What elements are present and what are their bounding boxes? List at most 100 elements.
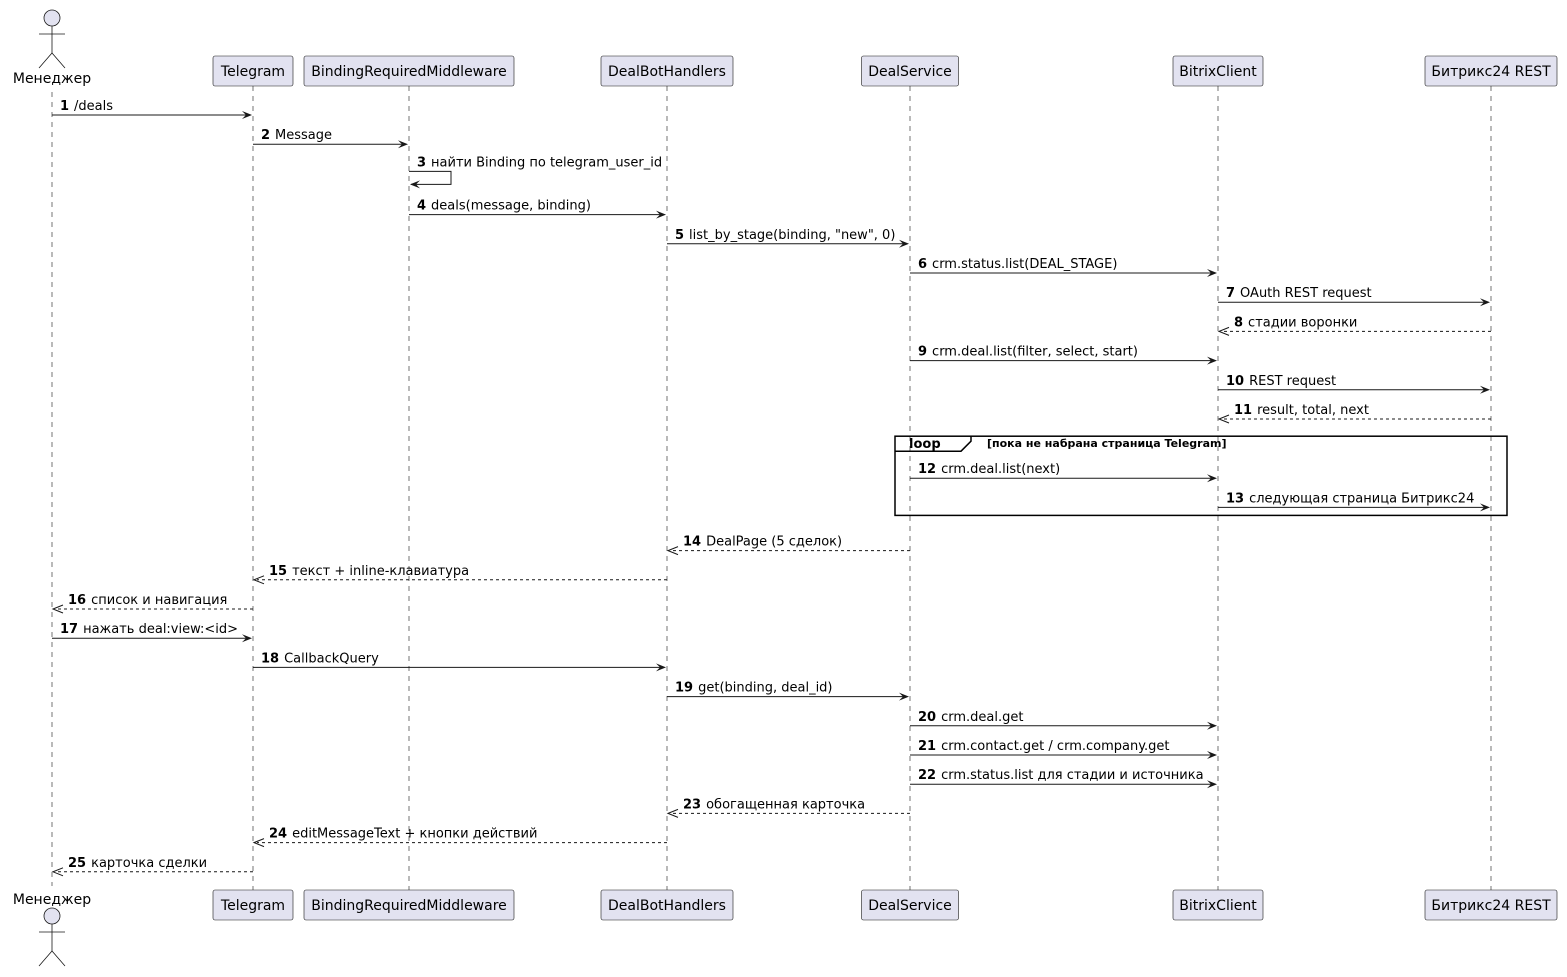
participant-label-rest-top: Битрикс24 REST xyxy=(1431,64,1551,80)
message-text: get(binding, deal_id) xyxy=(698,681,832,696)
actor-head xyxy=(43,9,61,27)
message-number: 9 xyxy=(918,345,927,360)
message-1: 1/deals xyxy=(52,99,252,119)
actor-legs xyxy=(38,950,66,967)
message-text: стадии воронки xyxy=(1248,315,1357,330)
loop-tag-border xyxy=(895,436,972,452)
participant-label-telegram-bottom: Telegram xyxy=(220,898,285,914)
message-12: 12 crm.deal.list(next) xyxy=(910,462,1217,483)
arrow-head xyxy=(666,546,679,556)
message-number: 6 xyxy=(918,257,927,272)
message-label: 8 стадии воронки xyxy=(1234,315,1357,330)
message-text: crm.contact.get / crm.company.get xyxy=(941,739,1169,754)
arrow-head xyxy=(252,838,265,848)
message-text: OAuth REST request xyxy=(1240,286,1372,301)
participant-label-middleware-bottom: BindingRequiredMiddleware xyxy=(311,898,507,914)
message-number: 25 xyxy=(68,856,86,871)
message-number: 5 xyxy=(675,228,684,243)
participant-box-telegram-bottom xyxy=(212,889,294,921)
arrow-head xyxy=(51,604,64,614)
message-number: 20 xyxy=(918,710,936,725)
participant-label-telegram-top: Telegram xyxy=(220,64,285,80)
arrow-head xyxy=(1207,780,1217,789)
arrow-head xyxy=(1207,474,1217,483)
message-9: 9 crm.deal.list(filter, select, start) xyxy=(910,345,1217,365)
message-label: 21 crm.contact.get / crm.company.get xyxy=(918,739,1170,754)
participants: МенеджерМенеджерTelegramTelegramBindingR… xyxy=(13,9,1558,967)
message-number: 12 xyxy=(918,462,936,477)
message-number: 18 xyxy=(261,651,279,666)
participant-label-top: Менеджер xyxy=(13,71,91,87)
message-text: Message xyxy=(275,128,332,143)
message-arrow xyxy=(409,170,452,185)
participant-box-telegram-top xyxy=(212,55,294,87)
message-text: карточка сделки xyxy=(91,856,207,871)
arrow-head xyxy=(252,575,265,585)
message-text: DealPage (5 сделок) xyxy=(706,535,842,550)
message-number: 21 xyxy=(918,739,936,754)
message-text: список и навигация xyxy=(91,593,227,608)
arrow-head xyxy=(398,140,408,149)
participant-label-service-bottom: DealService xyxy=(868,898,952,914)
message-text: найти Binding по telegram_user_id xyxy=(431,155,662,170)
message-text: нажать deal:view:<id> xyxy=(83,622,238,637)
message-number: 13 xyxy=(1226,491,1244,506)
message-number: 1 xyxy=(60,99,69,114)
participant-box-client-top xyxy=(1172,55,1264,87)
participant-label-service-top: DealService xyxy=(868,64,952,80)
actor-head xyxy=(43,907,61,925)
arrow-head xyxy=(242,634,252,643)
message-number: 10 xyxy=(1226,374,1244,389)
message-number: 11 xyxy=(1234,403,1252,418)
message-text: deals(message, binding) xyxy=(431,199,591,214)
message-number: 23 xyxy=(683,797,701,812)
participant-box-service-bottom xyxy=(861,889,959,921)
message-label: 9 crm.deal.list(filter, select, start) xyxy=(918,345,1138,360)
message-number: 3 xyxy=(417,155,426,170)
message-number: 8 xyxy=(1234,315,1243,330)
participant-label-middleware-top: BindingRequiredMiddleware xyxy=(311,64,507,80)
participant-box-service-top xyxy=(861,55,959,87)
loop-condition: [пока не набрана страница Telegram] xyxy=(987,437,1227,450)
message-8: 8 стадии воронки xyxy=(1217,315,1491,336)
arrow-head xyxy=(899,239,909,248)
participant-box-handlers-bottom xyxy=(600,889,734,921)
fragments: loop[пока не набрана страница Telegram] xyxy=(894,435,1508,517)
arrow-head xyxy=(242,111,252,119)
participant-box-client-bottom xyxy=(1172,889,1264,921)
message-text: crm.deal.list(next) xyxy=(941,462,1060,477)
actor-figure-top xyxy=(38,9,66,69)
participant-label-client-bottom: BitrixClient xyxy=(1179,898,1257,914)
participant-box-rest-top xyxy=(1424,55,1558,87)
message-number: 15 xyxy=(269,564,287,579)
message-number: 22 xyxy=(918,768,936,783)
message-text: crm.deal.list(filter, select, start) xyxy=(932,345,1138,360)
participant-label-handlers-top: DealBotHandlers xyxy=(608,64,726,80)
